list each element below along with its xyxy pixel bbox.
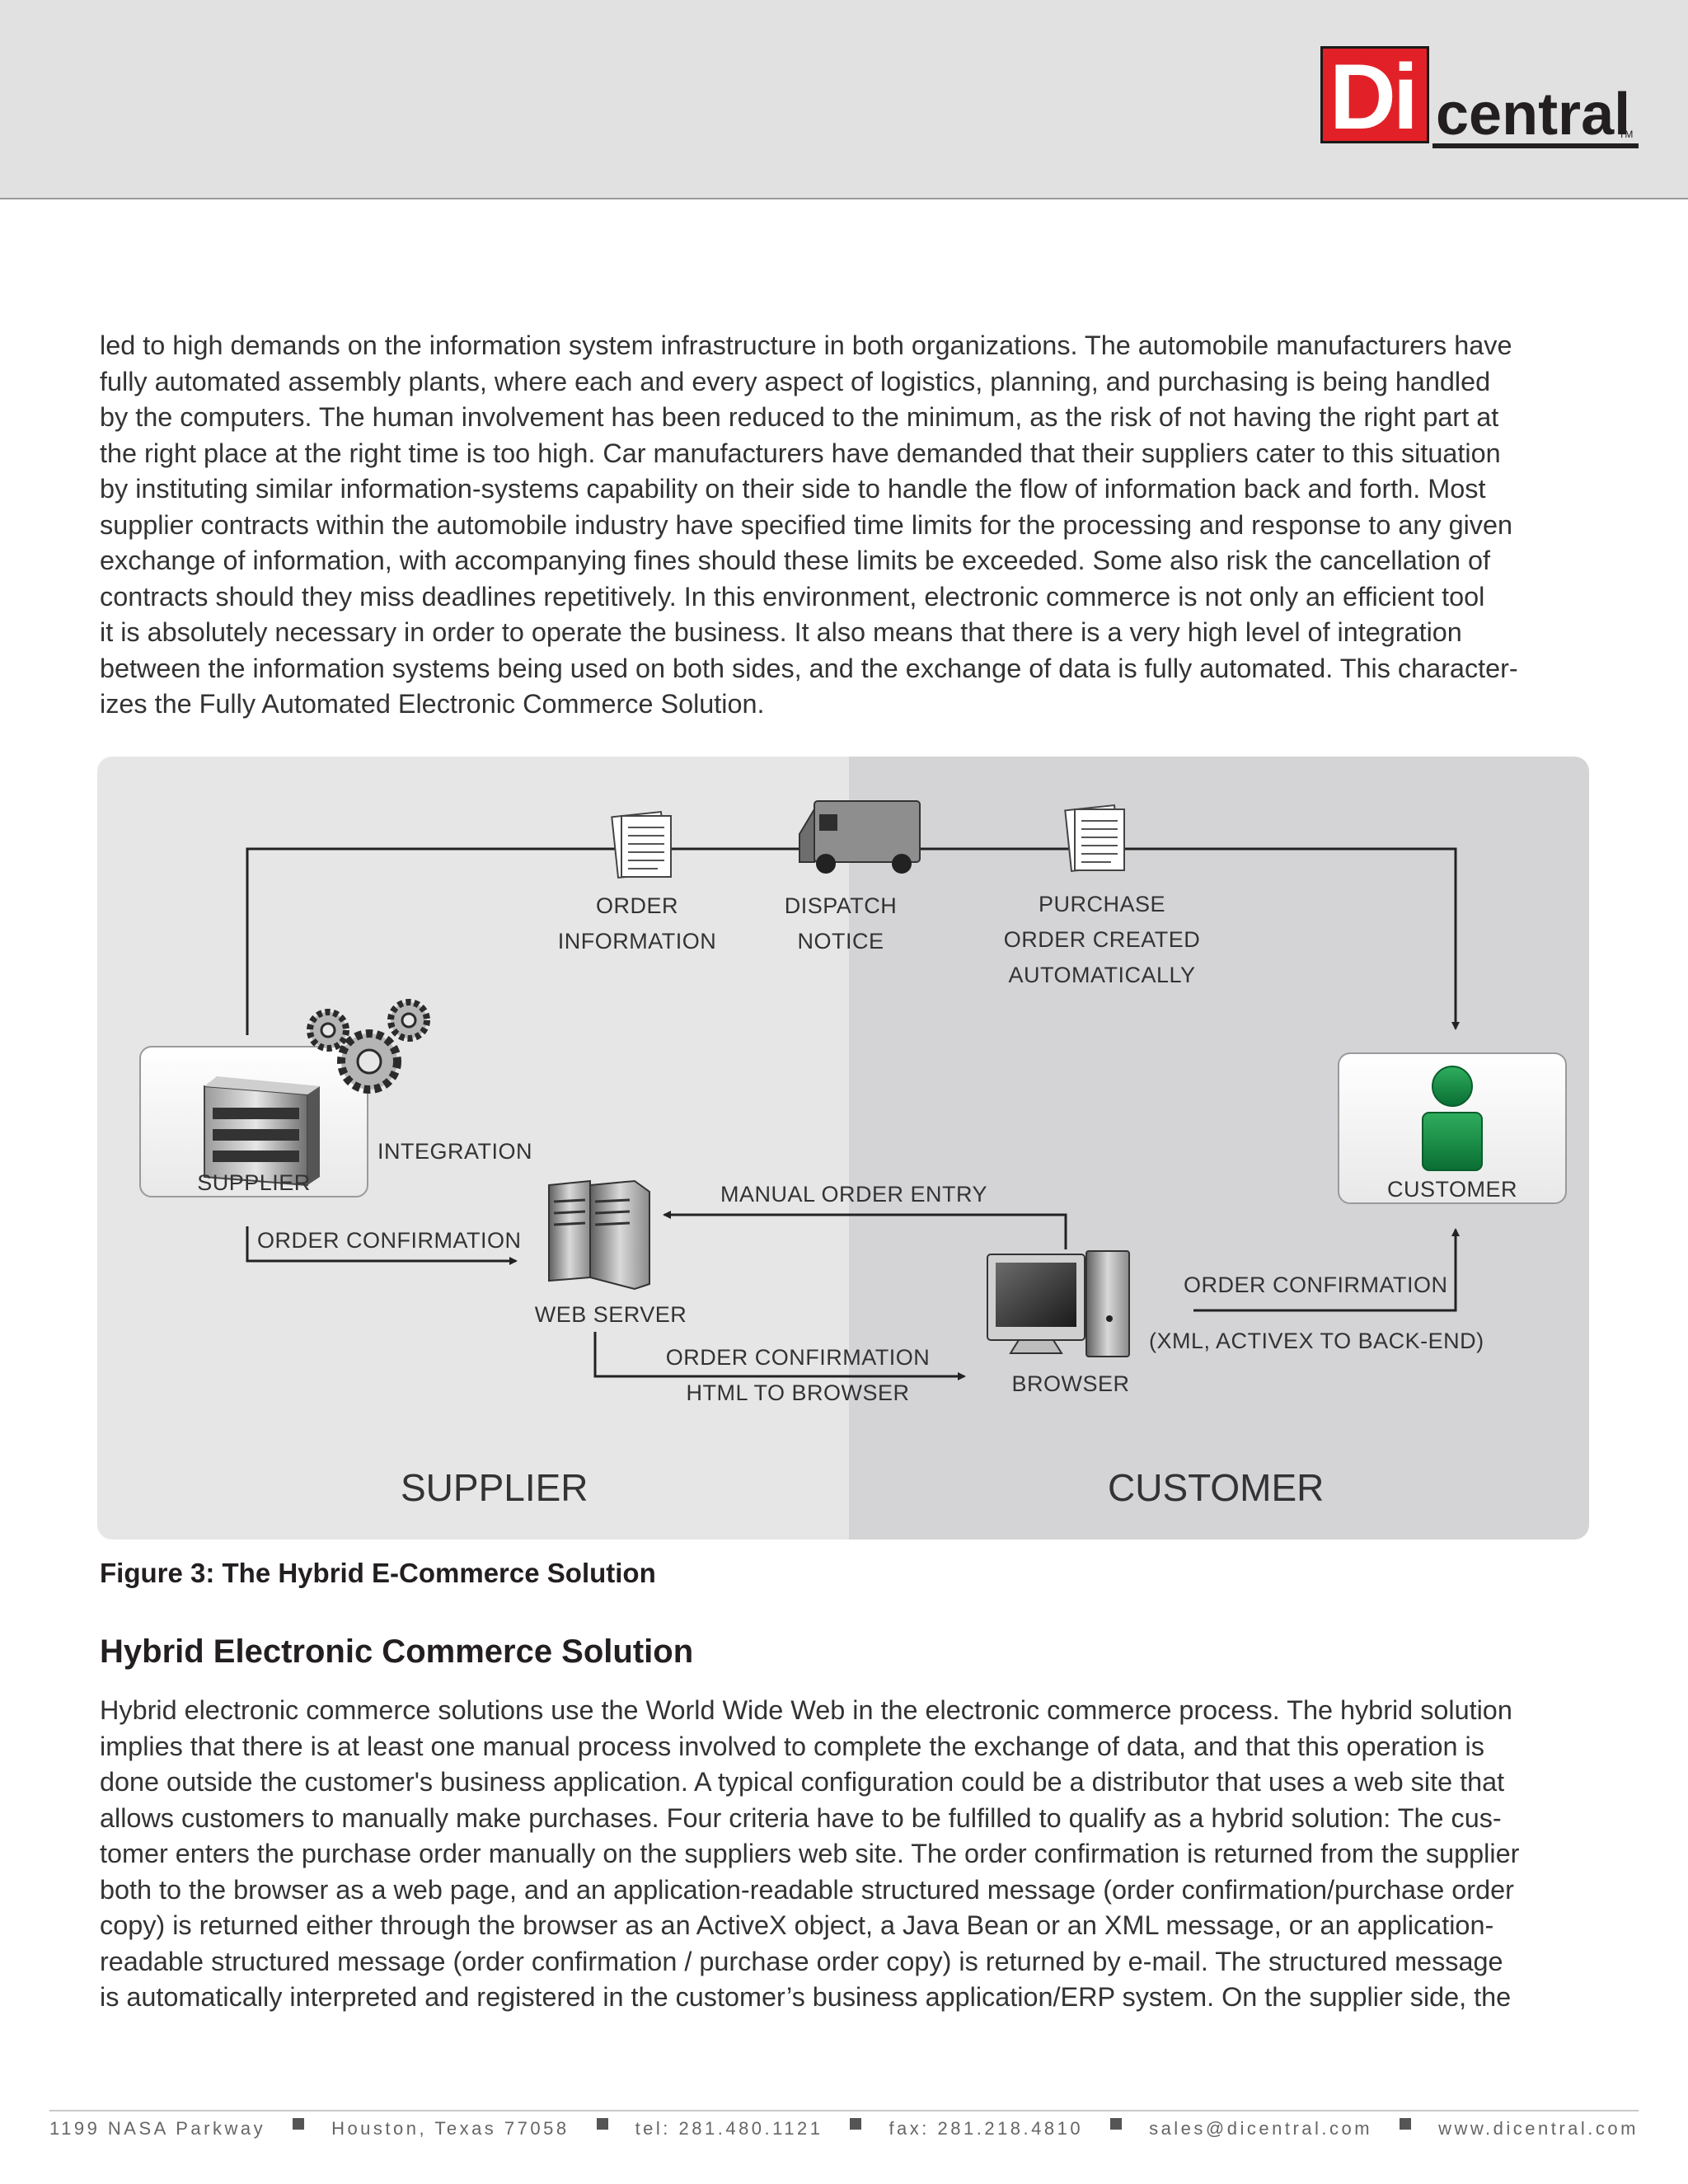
logo-wordmark: central	[1436, 82, 1631, 148]
manual-order-entry-label: MANUAL ORDER ENTRY	[720, 1182, 988, 1207]
bullet-square-icon	[596, 2118, 608, 2130]
customer-person-icon	[1422, 1066, 1483, 1171]
customer-region-label: CUSTOMER	[1108, 1466, 1325, 1509]
bullet-square-icon	[1400, 2118, 1412, 2130]
section-line: Hybrid electronic commerce solutions use…	[100, 1695, 1512, 1725]
order-confirmation-html-label: ORDER CONFIRMATION HTML TO BROWSER	[665, 1345, 931, 1405]
supplier-node-label: SUPPLIER	[197, 1170, 311, 1195]
figure-caption: Figure 3: The Hybrid E-Commerce Solution	[100, 1558, 656, 1588]
intro-line: the right place at the right time is too…	[100, 438, 1501, 468]
web-server-label: WEB SERVER	[534, 1302, 687, 1327]
intro-line: contracts should they miss deadlines rep…	[100, 581, 1485, 612]
integration-label: INTEGRATION	[377, 1139, 533, 1164]
manual-order-entry-arrow	[663, 1211, 1067, 1249]
footer-tel: tel: 281.480.1121	[635, 2118, 823, 2139]
intro-line: supplier contracts within the automobile…	[100, 509, 1512, 540]
purchase-documents-icon	[1064, 804, 1125, 873]
header-band: Di central TM	[0, 0, 1688, 199]
order-documents-icon	[611, 810, 672, 879]
intro-paragraph: led to high demands on the information s…	[100, 328, 1583, 723]
browser-computer-icon	[987, 1250, 1130, 1357]
section-line: copy) is returned either through the bro…	[100, 1910, 1494, 1940]
footer-fax: fax: 281.218.4810	[889, 2118, 1084, 2139]
order-confirmation-right-label: ORDER CONFIRMATION	[1184, 1272, 1448, 1297]
order-confirmation-left-label: ORDER CONFIRMATION	[257, 1228, 522, 1253]
purchase-order-label: PURCHASE ORDER CREATED AUTOMATICALLY	[1003, 892, 1201, 987]
section-line: allows customers to manually make purcha…	[100, 1802, 1502, 1833]
intro-line: exchange of information, with accompanyi…	[100, 546, 1491, 575]
footer-divider	[49, 2110, 1639, 2111]
section-line: implies that there is at least one manua…	[100, 1731, 1484, 1761]
order-confirmation-left-arrow	[246, 1226, 518, 1265]
footer-website-link[interactable]: www.dicentral.com	[1438, 2118, 1639, 2139]
section-line: tomer enters the purchase order manually…	[100, 1839, 1520, 1868]
supplier-region-label: SUPPLIER	[401, 1466, 588, 1509]
footer-city: Houston, Texas 77058	[331, 2118, 570, 2139]
section-heading: Hybrid Electronic Commerce Solution	[100, 1633, 694, 1670]
logo-trademark: TM	[1619, 129, 1634, 140]
dispatch-notice-label: DISPATCH NOTICE	[784, 893, 898, 954]
footer-contact: 1199 NASA Parkway Houston, Texas 77058 t…	[49, 2118, 1639, 2139]
intro-line: between the information systems being us…	[100, 653, 1518, 683]
dispatch-truck-icon	[799, 800, 921, 874]
xml-activex-label: (XML, ACTIVEX TO BACK-END)	[1149, 1329, 1484, 1353]
integration-gears-icon	[307, 999, 430, 1094]
intro-line: by the computers. The human involvement …	[100, 402, 1499, 432]
order-confirmation-right-arrow	[1193, 1228, 1460, 1312]
section-line: done outside the customer's business app…	[100, 1767, 1505, 1797]
intro-line: it is absolutely necessary in order to o…	[100, 617, 1462, 647]
section-line: readable structured message (order confi…	[100, 1946, 1503, 1976]
bullet-square-icon	[293, 2118, 305, 2130]
diagram-graphics	[139, 800, 1567, 1380]
footer-address: 1199 NASA Parkway	[49, 2118, 266, 2139]
browser-label: BROWSER	[1011, 1371, 1130, 1396]
hybrid-ecommerce-diagram: ORDER INFORMATION DISPATCH NOTICE PURCHA…	[97, 757, 1589, 1540]
intro-line: led to high demands on the information s…	[100, 330, 1512, 360]
customer-node-label: CUSTOMER	[1386, 1177, 1517, 1202]
order-confirmation-html-arrow	[593, 1332, 966, 1380]
bullet-square-icon	[1110, 2118, 1123, 2130]
intro-line: izes the Fully Automated Electronic Comm…	[100, 689, 765, 719]
intro-line: fully automated assembly plants, where e…	[100, 366, 1491, 396]
footer-email-link[interactable]: sales@dicentral.com	[1149, 2118, 1373, 2139]
dicentral-logo[interactable]: Di central TM	[1320, 45, 1642, 153]
supplier-building-icon	[204, 1076, 320, 1187]
logo-mark: Di	[1329, 45, 1418, 148]
section-line: both to the browser as a web page, and a…	[100, 1874, 1514, 1905]
section-line: is automatically interpreted and registe…	[100, 1982, 1512, 2012]
bullet-square-icon	[850, 2118, 862, 2130]
intro-line: by instituting similar information-syste…	[100, 474, 1486, 504]
order-information-label: ORDER INFORMATION	[557, 893, 717, 954]
section-paragraph: Hybrid electronic commerce solutions use…	[100, 1693, 1583, 2016]
logo-mark-box: Di	[1320, 45, 1429, 148]
web-server-icon	[548, 1179, 650, 1291]
logo-underline	[1432, 143, 1639, 148]
